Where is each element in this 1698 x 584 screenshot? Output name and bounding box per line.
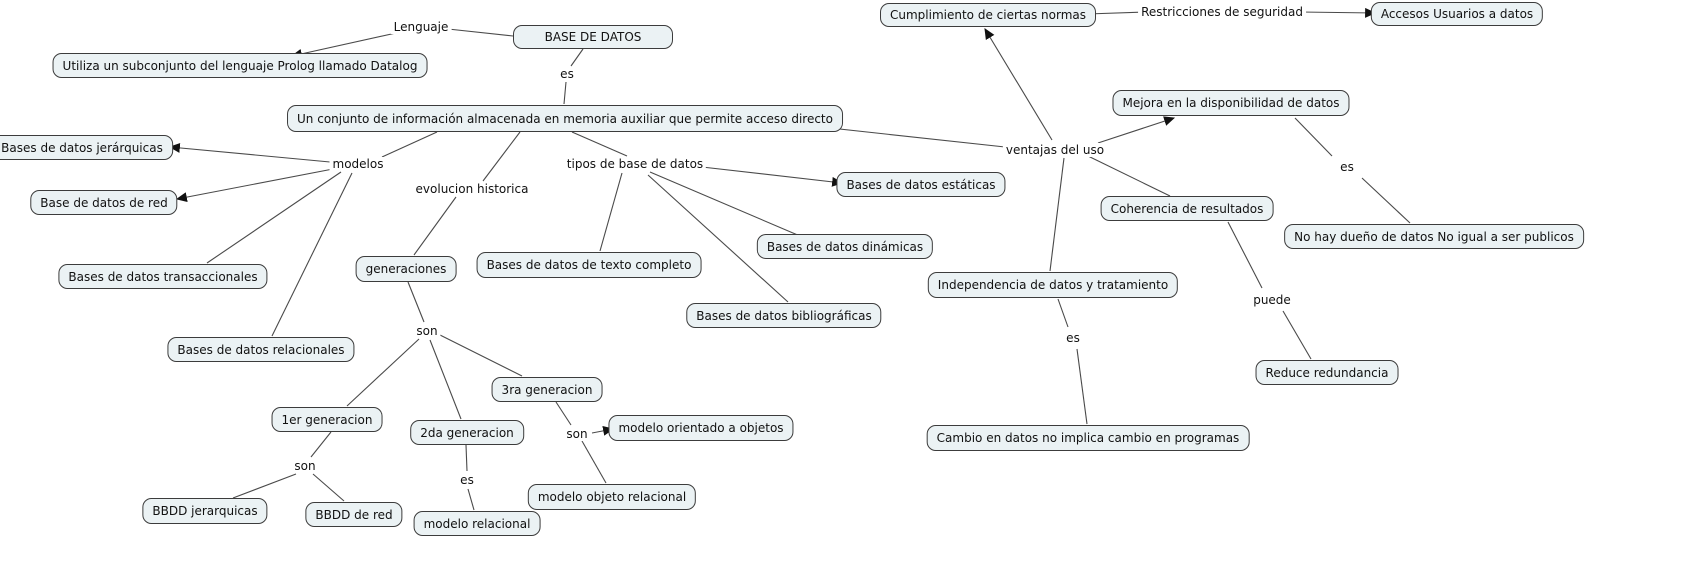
connector-line xyxy=(701,166,844,187)
edge-label-lenguaje[interactable]: Lenguaje xyxy=(390,20,452,34)
connector-line xyxy=(465,444,468,472)
connector-line xyxy=(407,281,425,323)
node-bd-transaccionales[interactable]: Bases de datos transaccionales xyxy=(58,264,268,289)
node-bd-bibliograficas[interactable]: Bases de datos bibliográficas xyxy=(686,303,882,328)
edge-label-son-generaciones[interactable]: son xyxy=(413,324,441,338)
edge-label-es-2da[interactable]: es xyxy=(457,473,477,487)
node-coherencia-resultados[interactable]: Coherencia de resultados xyxy=(1100,196,1274,221)
edge-label-son-3ra[interactable]: son xyxy=(563,427,591,441)
connector-line xyxy=(1282,310,1312,360)
edge-label-restricciones-seguridad[interactable]: Restricciones de seguridad xyxy=(1138,5,1306,19)
connector-line xyxy=(413,196,457,256)
node-generaciones[interactable]: generaciones xyxy=(355,256,457,282)
edge-label-evolucion-historica[interactable]: evolucion historica xyxy=(412,182,532,196)
edge-label-puede[interactable]: puede xyxy=(1250,293,1294,307)
edge-label-son-1er[interactable]: son xyxy=(291,459,319,473)
connector-line xyxy=(467,488,475,511)
node-modelo-objeto-relacional[interactable]: modelo objeto relacional xyxy=(527,484,697,510)
edge-label-tipos-de-base-de-datos[interactable]: tipos de base de datos xyxy=(563,157,707,171)
connector-line xyxy=(312,473,345,502)
connector-line xyxy=(555,401,572,426)
connector-line xyxy=(1361,177,1411,224)
connector-line xyxy=(482,131,521,182)
node-bd-jerarquicas[interactable]: Bases de datos jerárquicas xyxy=(0,135,173,160)
node-1er-generacion[interactable]: 1er generacion xyxy=(271,407,383,432)
node-reduce-redundancia[interactable]: Reduce redundancia xyxy=(1255,360,1399,385)
connector-line xyxy=(1097,116,1176,144)
edge-label-es-independencia[interactable]: es xyxy=(1063,331,1083,345)
connector-line xyxy=(984,28,1053,141)
node-base-de-datos[interactable]: BASE DE DATOS xyxy=(513,25,673,49)
connector-line xyxy=(1299,7,1377,18)
connector-line xyxy=(439,334,523,377)
connector-line xyxy=(429,339,462,420)
node-independencia-datos[interactable]: Independencia de datos y tratamiento xyxy=(927,272,1179,298)
connector-line xyxy=(447,28,514,37)
node-bd-relacionales[interactable]: Bases de datos relacionales xyxy=(167,337,355,362)
node-bbdd-jerarquicas[interactable]: BBDD jerarquicas xyxy=(142,498,268,524)
connector-line xyxy=(570,48,584,67)
node-bd-dinamicas[interactable]: Bases de datos dinámicas xyxy=(756,234,934,259)
edge-label-modelos[interactable]: modelos xyxy=(329,157,387,171)
node-conjunto-informacion[interactable]: Un conjunto de información almacenada en… xyxy=(287,105,843,132)
connector-line xyxy=(820,126,1006,148)
connector-line xyxy=(175,168,334,202)
connector-line xyxy=(346,338,420,407)
connector-line xyxy=(271,172,353,337)
connector-line xyxy=(581,440,607,484)
connector-line xyxy=(168,142,331,163)
connector-line xyxy=(1087,155,1171,197)
node-cumplimiento-normas[interactable]: Cumplimiento de ciertas normas xyxy=(880,3,1096,27)
node-cambio-datos[interactable]: Cambio en datos no implica cambio en pro… xyxy=(926,425,1250,451)
node-mejora-disponibilidad[interactable]: Mejora en la disponibilidad de datos xyxy=(1112,90,1350,116)
node-modelo-relacional[interactable]: modelo relacional xyxy=(413,511,541,536)
connector-line xyxy=(1049,157,1065,272)
node-2da-generacion[interactable]: 2da generacion xyxy=(410,420,524,445)
node-bd-de-red[interactable]: Base de datos de red xyxy=(30,190,178,215)
connector-line xyxy=(232,473,297,499)
node-3ra-generacion[interactable]: 3ra generacion xyxy=(491,377,603,402)
connector-line xyxy=(649,171,801,237)
node-bd-estaticas[interactable]: Bases de datos estáticas xyxy=(836,172,1006,197)
connector-line xyxy=(310,431,332,458)
edge-label-es-derecha[interactable]: es xyxy=(1337,160,1357,174)
edge-label-ventajas-del-uso[interactable]: ventajas del uso xyxy=(1002,143,1108,157)
node-accesos-usuarios[interactable]: Accesos Usuarios a datos xyxy=(1370,2,1544,26)
connector-line xyxy=(290,32,397,59)
node-bbdd-de-red[interactable]: BBDD de red xyxy=(305,502,403,527)
connector-line xyxy=(647,174,789,303)
connector-line xyxy=(1076,348,1088,425)
connector-line xyxy=(571,131,628,157)
connector-line xyxy=(599,172,623,252)
node-no-hay-dueno[interactable]: No hay dueño de datos No igual a ser pub… xyxy=(1284,224,1584,249)
connector-line xyxy=(1294,117,1333,157)
connector-line xyxy=(1057,298,1069,328)
connector-line xyxy=(206,171,342,264)
node-datalog[interactable]: Utiliza un subconjunto del lenguaje Prol… xyxy=(52,53,428,78)
node-bd-texto-completo[interactable]: Bases de datos de texto completo xyxy=(476,252,702,278)
connector-line xyxy=(381,131,438,158)
edge-label-es-top[interactable]: es xyxy=(557,67,577,81)
connector-line xyxy=(1086,11,1146,15)
connector-line xyxy=(563,81,567,105)
connector-line xyxy=(1227,221,1263,289)
node-modelo-orientado-objetos[interactable]: modelo orientado a objetos xyxy=(608,415,794,441)
